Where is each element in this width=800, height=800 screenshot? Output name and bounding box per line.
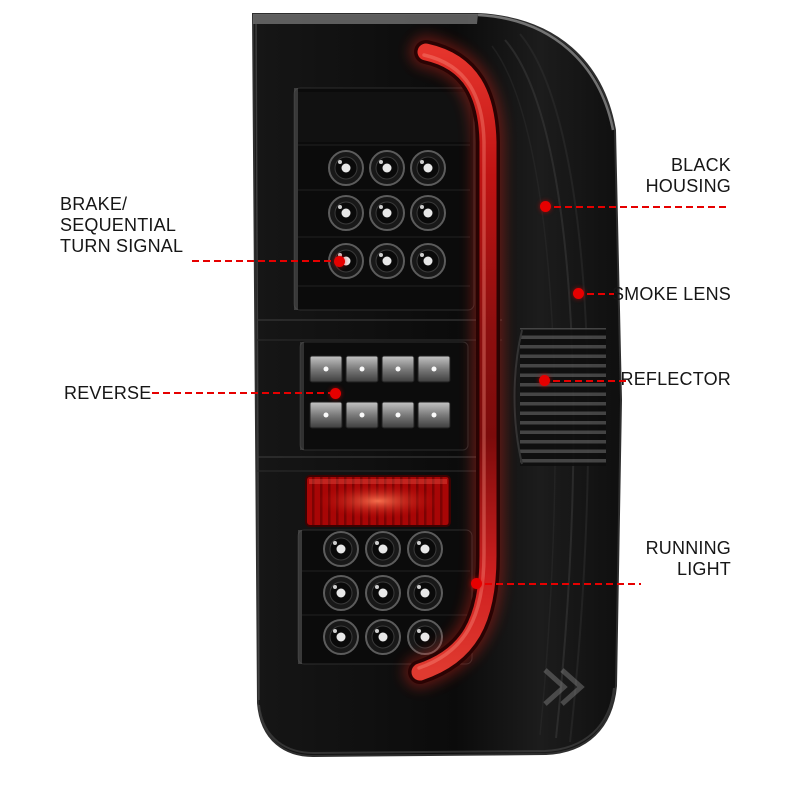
red-light-bar bbox=[403, 35, 505, 689]
callout-dot-smoke-lens bbox=[573, 288, 584, 299]
led-grid-lower bbox=[297, 529, 473, 665]
callout-label-brake-sequential-turn-signal: BRAKE/ SEQUENTIAL TURN SIGNAL bbox=[60, 194, 184, 256]
lens-fins bbox=[513, 328, 606, 466]
callout-label-reflector: REFLECTOR bbox=[620, 369, 731, 389]
callout-dot-black-housing bbox=[540, 201, 551, 212]
callout-label-smoke-lens: SMOKE LENS bbox=[611, 284, 731, 304]
callout-label-reverse: REVERSE bbox=[64, 383, 152, 403]
callout-line-reverse bbox=[152, 392, 330, 394]
callout-label-running-light: RUNNING LIGHT bbox=[645, 538, 731, 579]
callout-dot-running-light bbox=[471, 578, 482, 589]
callout-dot-reflector bbox=[539, 375, 550, 386]
reflector-strip bbox=[305, 475, 451, 527]
callout-line-black-housing bbox=[554, 206, 730, 208]
callout-dot-reverse bbox=[330, 388, 341, 399]
led-grid-upper bbox=[293, 87, 475, 311]
callout-line-brake bbox=[192, 260, 333, 262]
callout-line-smoke-lens bbox=[587, 293, 614, 295]
reverse-light-section bbox=[299, 341, 469, 451]
callout-dot-brake bbox=[334, 256, 345, 267]
callout-line-running-light bbox=[485, 583, 641, 585]
callout-line-reflector bbox=[553, 380, 626, 382]
brand-watermark-icon bbox=[543, 668, 585, 706]
callout-label-black-housing: BLACK HOUSING bbox=[645, 155, 731, 196]
